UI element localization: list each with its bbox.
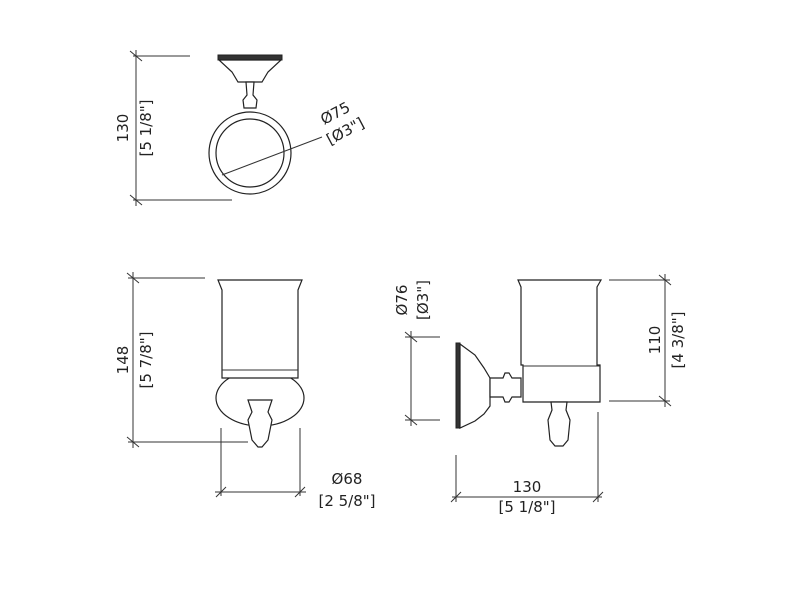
front-height-mm: 148 bbox=[114, 346, 132, 375]
cup-height-mm: 110 bbox=[646, 326, 664, 355]
front-height-in: [5 7/8"] bbox=[137, 331, 155, 388]
side-depth-in: [5 1/8"] bbox=[498, 498, 555, 516]
front-width-in: [2 5/8"] bbox=[318, 492, 375, 510]
plate-diameter-in: [Ø3"] bbox=[414, 280, 432, 320]
top-height-in: [5 1/8"] bbox=[137, 99, 155, 156]
top-height-mm: 130 bbox=[114, 114, 132, 143]
top-view: 130 [5 1/8"] Ø75 [Ø3"] bbox=[114, 50, 367, 206]
cup-height-in: [4 3/8"] bbox=[669, 311, 687, 368]
side-view: Ø76 [Ø3"] 110 [4 3/8"] 130 [5 1/8"] bbox=[393, 274, 687, 516]
front-width-mm: Ø68 bbox=[332, 470, 363, 488]
front-view: 148 [5 7/8"] Ø68 [2 5/8"] bbox=[114, 272, 376, 510]
side-depth-mm: 130 bbox=[513, 478, 542, 496]
plate-diameter-mm: Ø76 bbox=[393, 285, 411, 316]
